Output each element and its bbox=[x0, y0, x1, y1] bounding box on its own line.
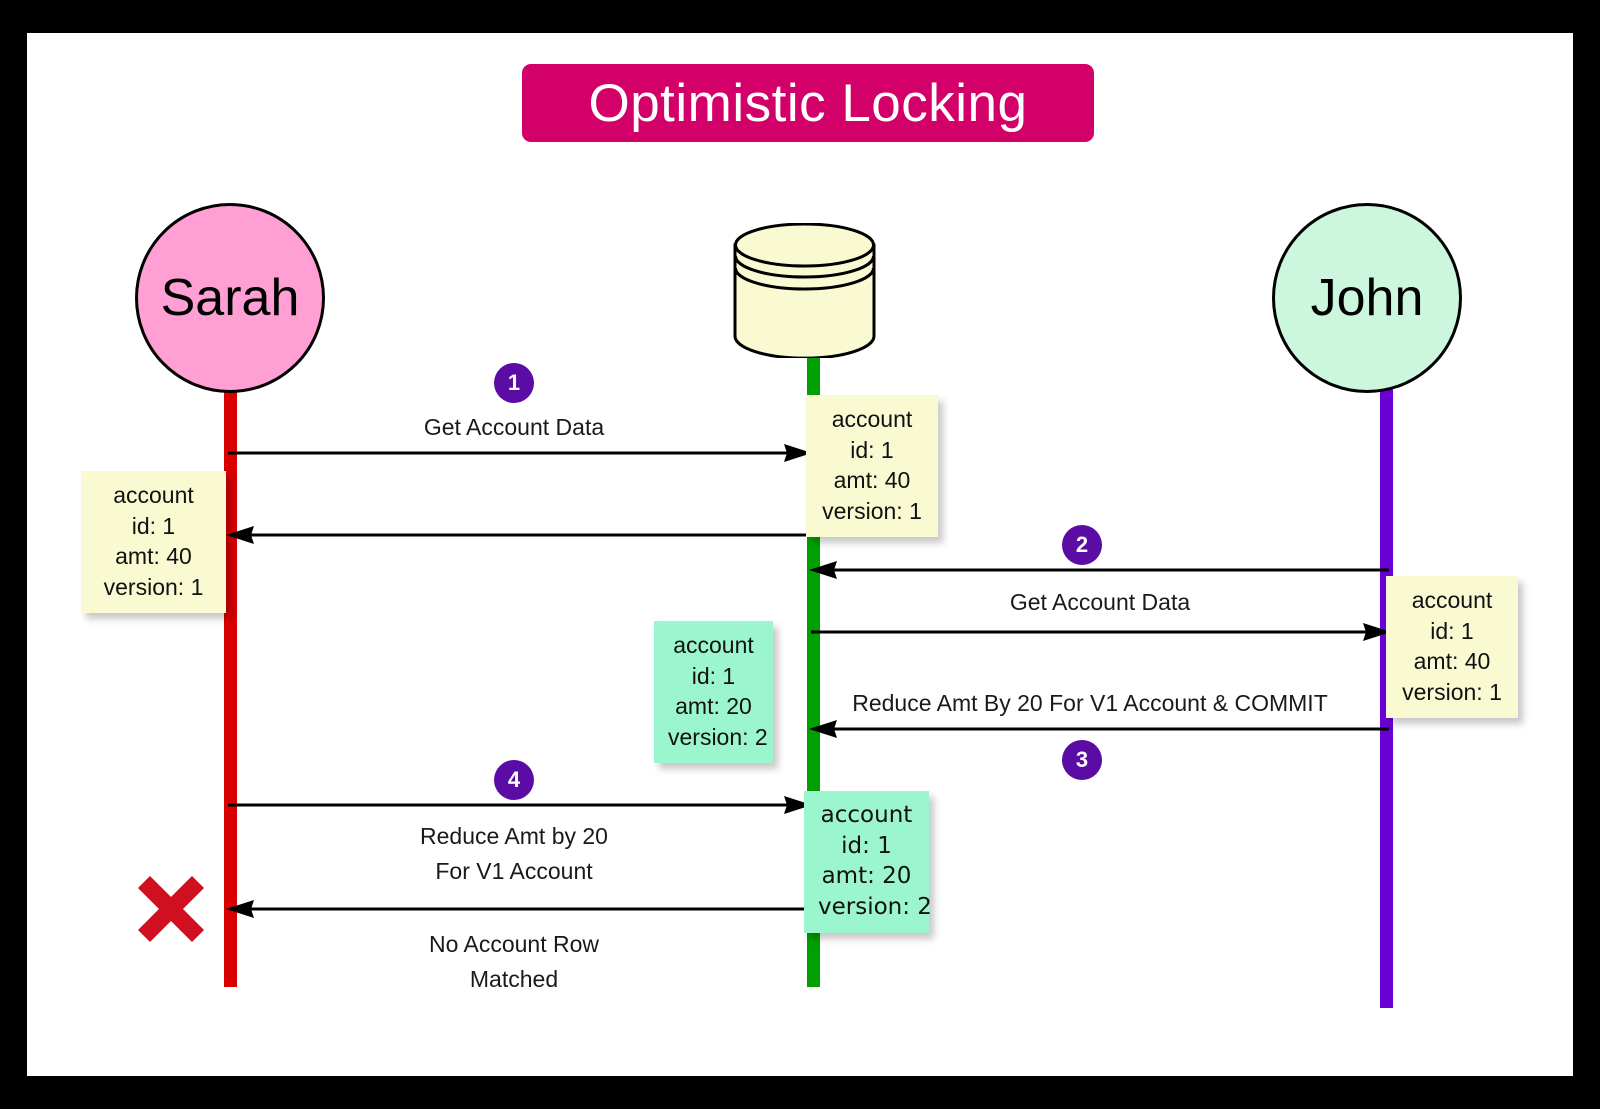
actor-sarah-label: Sarah bbox=[160, 269, 300, 327]
message-label-step4-response-line1: No Account Row bbox=[428, 931, 600, 957]
message-label-step4-request: Reduce Amt by 20 For V1 Account bbox=[314, 819, 714, 888]
message-label-step4-response: No Account Row Matched bbox=[314, 927, 714, 996]
step-badge-4: 4 bbox=[494, 760, 534, 800]
note-line-amt: amt: 40 bbox=[833, 467, 911, 494]
note-sarah-read: account id: 1 amt: 40 version: 1 bbox=[81, 471, 226, 614]
diagram-board: Optimistic Locking Sarah John 1 Get Acco… bbox=[27, 33, 1573, 1076]
arrow-john-to-database-2 bbox=[807, 561, 1393, 579]
note-line-entity: account bbox=[1411, 587, 1493, 613]
arrow-john-to-database-3 bbox=[807, 720, 1393, 738]
page-title: Optimistic Locking bbox=[588, 73, 1028, 133]
note-database-final: account id: 1 amt: 20 version: 2 bbox=[804, 791, 932, 934]
note-database-initial: account id: 1 amt: 40 version: 1 bbox=[806, 395, 938, 538]
note-line-id: id: 1 bbox=[1430, 617, 1474, 644]
note-line-entity: account bbox=[820, 802, 913, 828]
note-line-entity: account bbox=[673, 632, 754, 658]
message-label-step4-line2: For V1 Account bbox=[435, 857, 593, 884]
note-line-amt: amt: 20 bbox=[675, 693, 752, 720]
note-line-amt: amt: 40 bbox=[1413, 648, 1491, 675]
message-label-step3-request: Reduce Amt By 20 For V1 Account & COMMIT bbox=[852, 690, 1328, 716]
arrow-sarah-to-database-1 bbox=[224, 444, 814, 462]
failure-cross-icon bbox=[135, 873, 207, 945]
message-label-step4-line1: Reduce Amt by 20 bbox=[420, 823, 608, 849]
arrow-database-to-sarah-1 bbox=[224, 526, 814, 544]
note-line-version: version: 1 bbox=[822, 497, 922, 524]
note-line-id: id: 1 bbox=[691, 662, 736, 689]
message-label-step4-response-line2: Matched bbox=[469, 965, 559, 992]
step-badge-3: 3 bbox=[1062, 740, 1102, 780]
actor-john-label: John bbox=[1310, 269, 1424, 327]
arrow-database-to-sarah-4 bbox=[224, 900, 814, 918]
note-line-amt: amt: 20 bbox=[821, 863, 912, 890]
note-line-version: version: 2 bbox=[668, 723, 768, 750]
actor-john[interactable]: John bbox=[1272, 203, 1462, 393]
actor-sarah[interactable]: Sarah bbox=[135, 203, 325, 393]
note-line-version: version: 1 bbox=[103, 573, 204, 600]
message-label-step2-request: Get Account Data bbox=[1009, 589, 1191, 615]
step-badge-2: 2 bbox=[1062, 525, 1102, 565]
arrow-database-to-john-2 bbox=[807, 623, 1393, 641]
note-line-entity: account bbox=[113, 482, 194, 508]
note-line-id: id: 1 bbox=[841, 832, 892, 859]
note-line-id: id: 1 bbox=[131, 512, 176, 539]
arrow-sarah-to-database-4 bbox=[224, 796, 814, 814]
step-badge-1: 1 bbox=[494, 363, 534, 403]
note-line-version: version: 1 bbox=[1402, 678, 1502, 705]
note-line-entity: account bbox=[831, 406, 913, 432]
note-line-amt: amt: 40 bbox=[115, 543, 192, 570]
message-label-step1-request: Get Account Data bbox=[423, 414, 605, 440]
diagram-title-banner: Optimistic Locking bbox=[522, 64, 1094, 142]
note-line-id: id: 1 bbox=[850, 436, 894, 463]
note-line-version: version: 2 bbox=[818, 893, 932, 920]
note-john-read: account id: 1 amt: 40 version: 1 bbox=[1386, 576, 1518, 719]
database-cylinder-icon[interactable] bbox=[732, 222, 877, 360]
note-database-after-john-commit: account id: 1 amt: 20 version: 2 bbox=[654, 621, 773, 764]
